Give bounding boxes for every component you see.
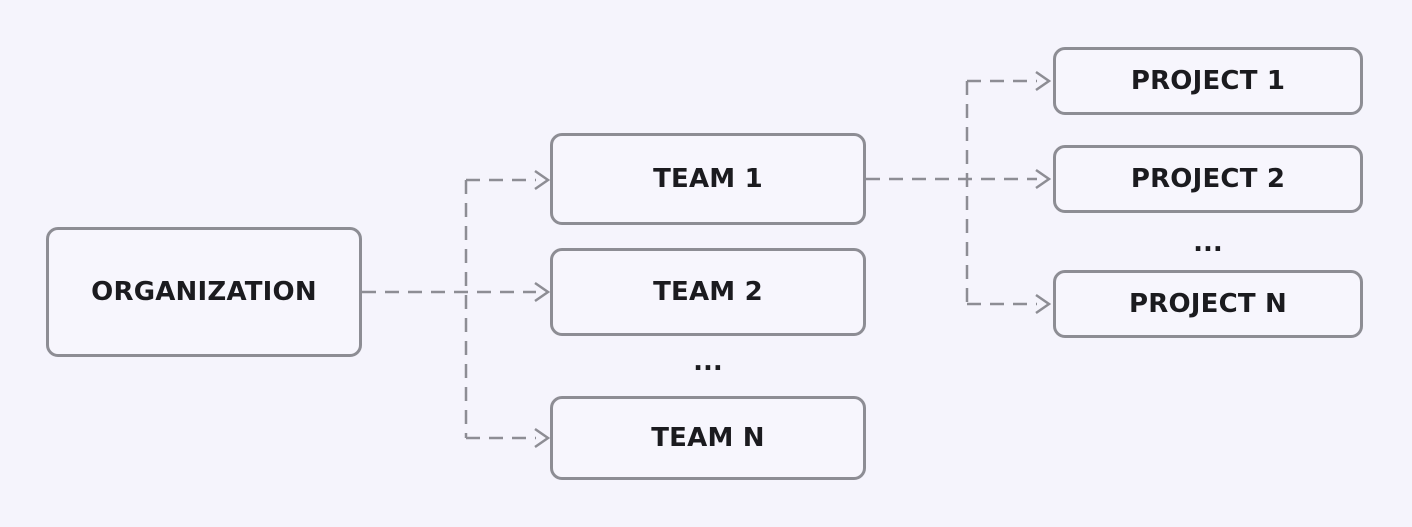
arrowhead-project2-icon [1035,168,1052,190]
arrowhead-team2-icon [534,281,551,303]
node-team-2: TEAM 2 [550,248,866,336]
arrowhead-projectN-icon [1035,293,1052,315]
node-team-1: TEAM 1 [550,133,866,225]
projects-ellipsis: ... [1193,228,1223,258]
node-team-2-label: TEAM 2 [653,277,763,307]
node-team-1-label: TEAM 1 [653,164,763,194]
node-project-1-label: PROJECT 1 [1130,66,1286,96]
node-organization: ORGANIZATION [46,227,362,357]
node-project-n-label: PROJECT N [1128,289,1288,319]
teams-ellipsis: ... [693,347,723,377]
node-team-n: TEAM N [550,396,866,480]
arrowhead-team1-icon [534,169,551,191]
node-project-2: PROJECT 2 [1053,145,1363,213]
node-project-n: PROJECT N [1053,270,1363,338]
arrowhead-project1-icon [1035,70,1052,92]
node-team-n-label: TEAM N [651,423,765,453]
node-project-1: PROJECT 1 [1053,47,1363,115]
node-project-2-label: PROJECT 2 [1130,164,1286,194]
arrowhead-teamN-icon [534,427,551,449]
node-organization-label: ORGANIZATION [91,277,317,307]
